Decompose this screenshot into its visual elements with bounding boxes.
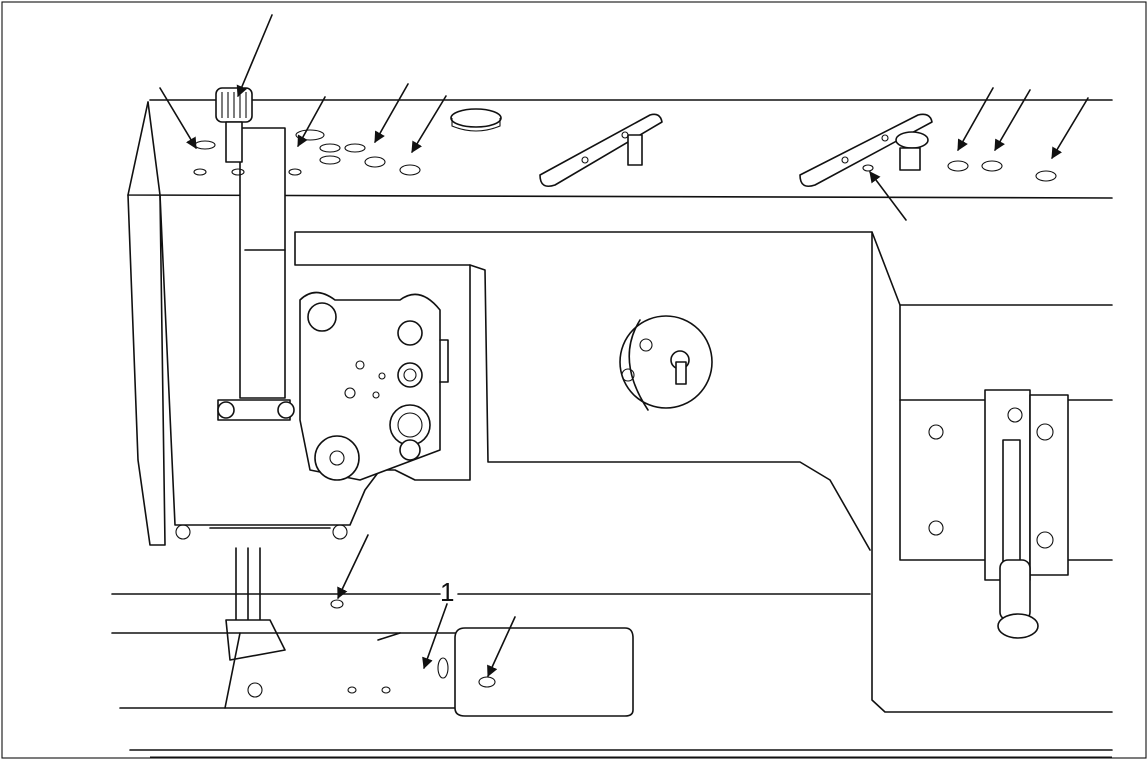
arrow-bed-hole	[337, 534, 369, 600]
side-handle-bracket	[928, 389, 1069, 639]
callout-label-1: 1	[440, 577, 454, 607]
machine-bed	[111, 593, 871, 709]
arrow-hole-4	[411, 95, 447, 153]
slide-plate	[454, 627, 634, 717]
presser-foot	[175, 524, 348, 661]
arrow-hole-7	[1051, 97, 1089, 159]
oil-holes-top	[193, 129, 1057, 182]
arrow-lever	[869, 171, 907, 221]
arrow-slide-plate	[487, 616, 516, 678]
arrow-plate-hole	[422, 603, 448, 670]
lubrication-arrows	[159, 14, 1089, 678]
bobbin-winder	[619, 315, 713, 411]
machine-head	[127, 194, 1113, 713]
bottom-rule	[129, 749, 1113, 758]
face-plate-mechanism	[299, 291, 449, 481]
arrow-hole-5	[957, 87, 994, 151]
arrow-hole-2	[297, 96, 326, 147]
top-cap	[450, 108, 502, 132]
arrow-knob	[236, 14, 273, 98]
arrow-hole-1	[159, 87, 197, 149]
presser-bar	[217, 127, 295, 421]
top-lever-right	[799, 113, 933, 188]
top-lever-left	[539, 113, 663, 188]
arrow-hole-6	[994, 89, 1031, 151]
arrow-hole-3	[374, 83, 409, 143]
